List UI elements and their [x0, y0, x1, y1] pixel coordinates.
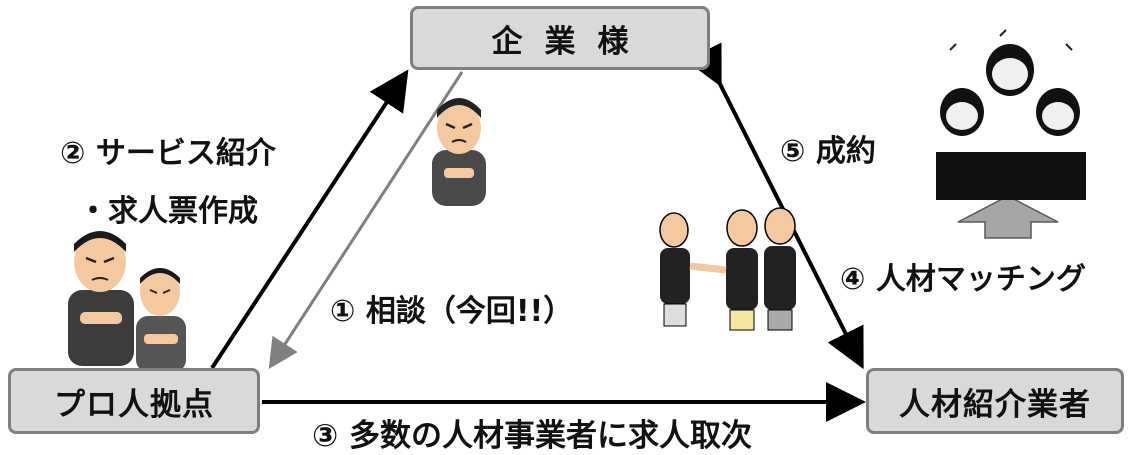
pro-base-staff-illustration: [68, 231, 186, 372]
angry-client-illustration: [432, 98, 486, 206]
agency-node: 人材紹介業者: [866, 368, 1124, 434]
step5-label: ⑤ 成約: [780, 134, 876, 169]
step1-label: ① 相談（今回!!）: [330, 294, 574, 329]
up-arrow-shape: [957, 195, 1059, 239]
arrow-consultation: [268, 71, 464, 370]
step2-label-line2: ・求人票作成: [78, 194, 258, 229]
step3-label: ③ 多数の人材事業者に求人取次: [312, 418, 753, 454]
step4-label: ④ 人材マッチング: [840, 262, 1086, 297]
handshake-illustration: [659, 207, 796, 331]
pro-base-node: プロ人拠点: [8, 368, 260, 434]
step2-label-line1: ② サービス紹介: [60, 136, 276, 171]
company-node: 企業様: [410, 6, 710, 70]
success-group-illustration: [930, 29, 1090, 200]
arrow-service-intro: [210, 69, 409, 370]
